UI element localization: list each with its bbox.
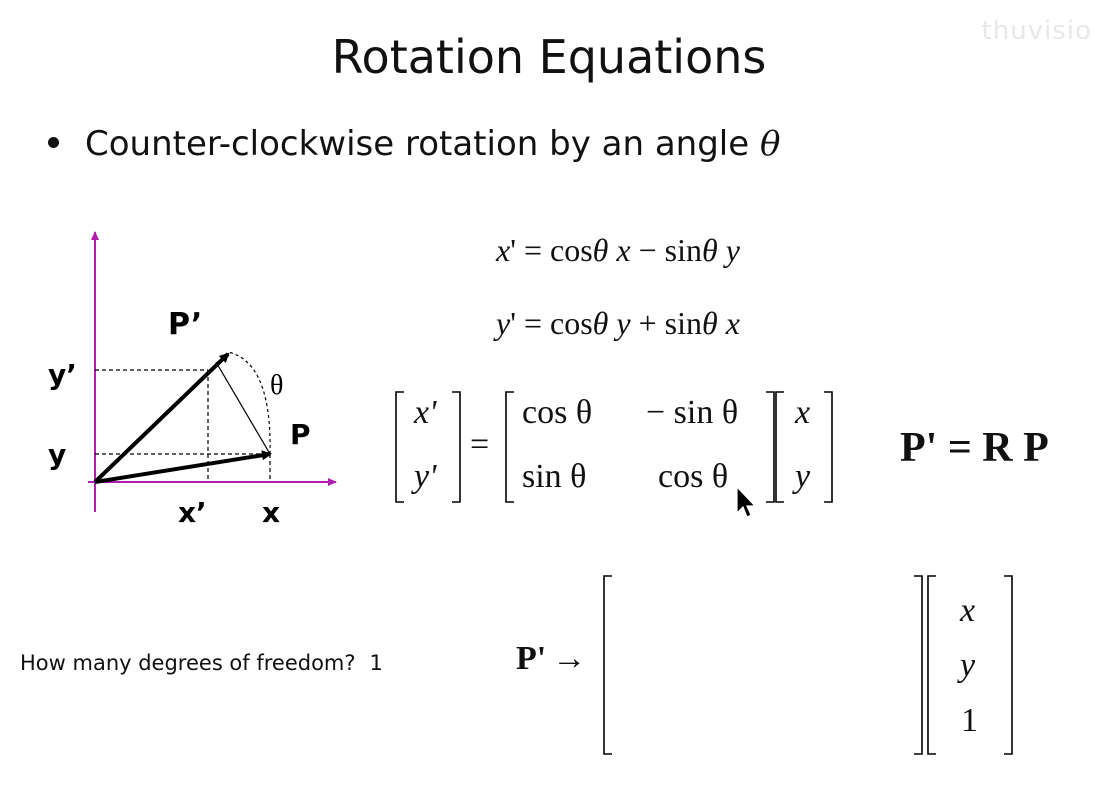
r11: cos θ: [522, 394, 593, 431]
label-p-prime: P’: [168, 307, 202, 342]
equation-x-prime: x' = cosθ x − sinθ y: [496, 232, 740, 268]
rotation-arc: [227, 351, 271, 455]
label-x-prime: x’: [178, 496, 207, 529]
rotation-diagram: P’ P θ y’ y x’ x: [48, 231, 337, 529]
bullet-theta: θ: [759, 124, 781, 164]
matrix-equals: =: [470, 426, 490, 463]
homogeneous-lhs: P'→: [516, 640, 587, 677]
lhs-y-prime: y': [414, 458, 437, 495]
question-answer: 1: [369, 651, 383, 675]
bullet-point: Counter-clockwise rotation by an angle θ: [48, 124, 780, 164]
vector-one: 1: [961, 702, 978, 739]
vector-y: y: [960, 647, 976, 684]
mouse-cursor-icon: [736, 486, 757, 518]
bullet-text: Counter-clockwise rotation by an angle: [85, 124, 750, 164]
lhs-x-prime: x': [414, 394, 437, 431]
chord-line: [215, 361, 271, 455]
homogeneous-brackets: [603, 575, 1013, 755]
watermark: thuvisio: [981, 16, 1092, 46]
vector-x: x: [960, 592, 976, 629]
dof-question: How many degrees of freedom? 1: [20, 651, 383, 675]
bullet-dot-icon: [48, 137, 59, 148]
r12: − sin θ: [646, 394, 739, 431]
label-x: x: [262, 496, 280, 529]
r21: sin θ: [522, 458, 587, 495]
compact-equation: P' = R P: [900, 425, 1049, 471]
vector-p-prime: [93, 352, 230, 484]
question-text: How many degrees of freedom?: [20, 651, 356, 675]
label-p: P: [290, 418, 311, 451]
label-theta: θ: [270, 370, 283, 401]
vector-p: [94, 450, 272, 484]
r22: cos θ: [658, 458, 729, 495]
rhs-x: x: [795, 394, 811, 431]
label-y: y: [48, 438, 66, 471]
matrix-brackets: [395, 391, 833, 503]
equation-y-prime: y' = cosθ y + sinθ x: [496, 305, 740, 341]
rhs-y: y: [795, 458, 811, 495]
label-y-prime: y’: [48, 358, 77, 391]
slide-title: Rotation Equations: [331, 30, 767, 84]
